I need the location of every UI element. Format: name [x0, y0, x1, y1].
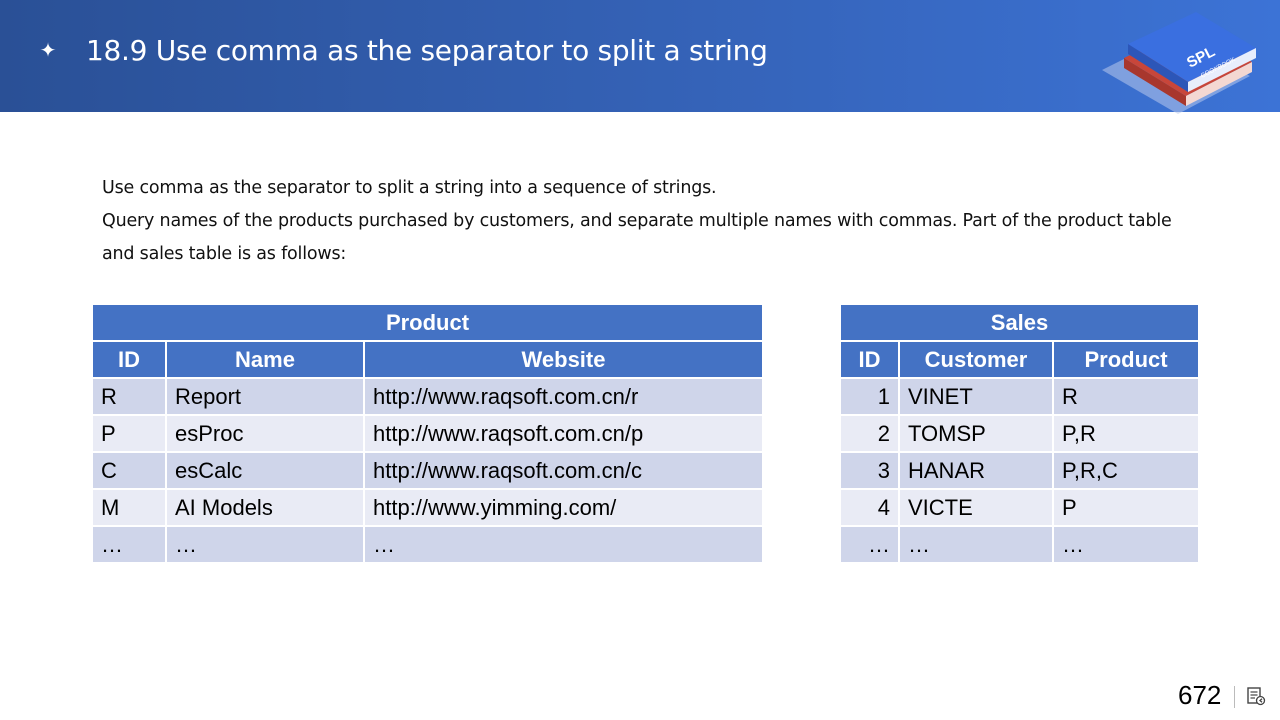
book-stack-logo-icon: SPL COOKBOOK: [1102, 12, 1256, 114]
table-row: C esCalc http://www.raqsoft.com.cn/c: [91, 451, 765, 490]
table-cell: TOMSP: [898, 414, 1054, 453]
table-row: 3 HANAR P,R,C: [839, 451, 1201, 490]
table-cell: P,R: [1051, 414, 1201, 453]
table-cell: C: [91, 451, 167, 490]
table-cell: 1: [839, 377, 900, 416]
product-table: Product ID Name Website R Report http://…: [90, 303, 765, 564]
table-cell: P: [91, 414, 167, 453]
table-row: R Report http://www.raqsoft.com.cn/r: [91, 377, 765, 416]
table-cell: VICTE: [898, 488, 1054, 527]
table-cell: …: [1051, 525, 1201, 564]
table-cell: …: [165, 525, 365, 564]
table-row: M AI Models http://www.yimming.com/: [91, 488, 765, 527]
table-cell: 2: [839, 414, 900, 453]
column-header: Product: [1051, 340, 1201, 379]
table-cell: 3: [839, 451, 900, 490]
divider: [1234, 686, 1235, 708]
sparkle-icon: ✦: [39, 38, 57, 62]
table-cell: …: [898, 525, 1054, 564]
table-cell: HANAR: [898, 451, 1054, 490]
page-number: 672: [1178, 680, 1222, 710]
notes-icon[interactable]: [1246, 686, 1266, 706]
table-cell: esProc: [165, 414, 365, 453]
table-cell: P,R,C: [1051, 451, 1201, 490]
table-row: P esProc http://www.raqsoft.com.cn/p: [91, 414, 765, 453]
table-cell: 4: [839, 488, 900, 527]
column-header: Customer: [898, 340, 1054, 379]
column-header: ID: [839, 340, 900, 379]
table-cell: R: [1051, 377, 1201, 416]
table-cell: …: [362, 525, 765, 564]
table-cell: VINET: [898, 377, 1054, 416]
description-line-2: Query names of the products purchased by…: [102, 211, 1172, 264]
table-cell: http://www.yimming.com/: [362, 488, 765, 527]
table-row: 4 VICTE P: [839, 488, 1201, 527]
table-cell: …: [839, 525, 900, 564]
column-header: Name: [165, 340, 365, 379]
description-line-1: Use comma as the separator to split a st…: [102, 178, 717, 198]
table-cell: esCalc: [165, 451, 365, 490]
description: Use comma as the separator to split a st…: [102, 172, 1182, 271]
table-row: 2 TOMSP P,R: [839, 414, 1201, 453]
slide-header: ✦ 18.9 Use comma as the separator to spl…: [0, 0, 1280, 114]
table-cell: http://www.raqsoft.com.cn/r: [362, 377, 765, 416]
sales-table: Sales ID Customer Product 1 VINET R 2 TO…: [838, 303, 1201, 564]
table-cell: http://www.raqsoft.com.cn/c: [362, 451, 765, 490]
column-header: ID: [91, 340, 167, 379]
table-cell: http://www.raqsoft.com.cn/p: [362, 414, 765, 453]
slide-title: 18.9 Use comma as the separator to split…: [86, 34, 768, 67]
table-cell: AI Models: [165, 488, 365, 527]
table-row: … … …: [839, 525, 1201, 564]
column-header: Website: [362, 340, 765, 379]
table-row: 1 VINET R: [839, 377, 1201, 416]
table-cell: P: [1051, 488, 1201, 527]
table-cell: Report: [165, 377, 365, 416]
table-cell: M: [91, 488, 167, 527]
table-row: … … …: [91, 525, 765, 564]
product-table-caption: Product: [90, 303, 765, 342]
sales-table-caption: Sales: [838, 303, 1201, 342]
table-cell: R: [91, 377, 167, 416]
table-cell: …: [91, 525, 167, 564]
